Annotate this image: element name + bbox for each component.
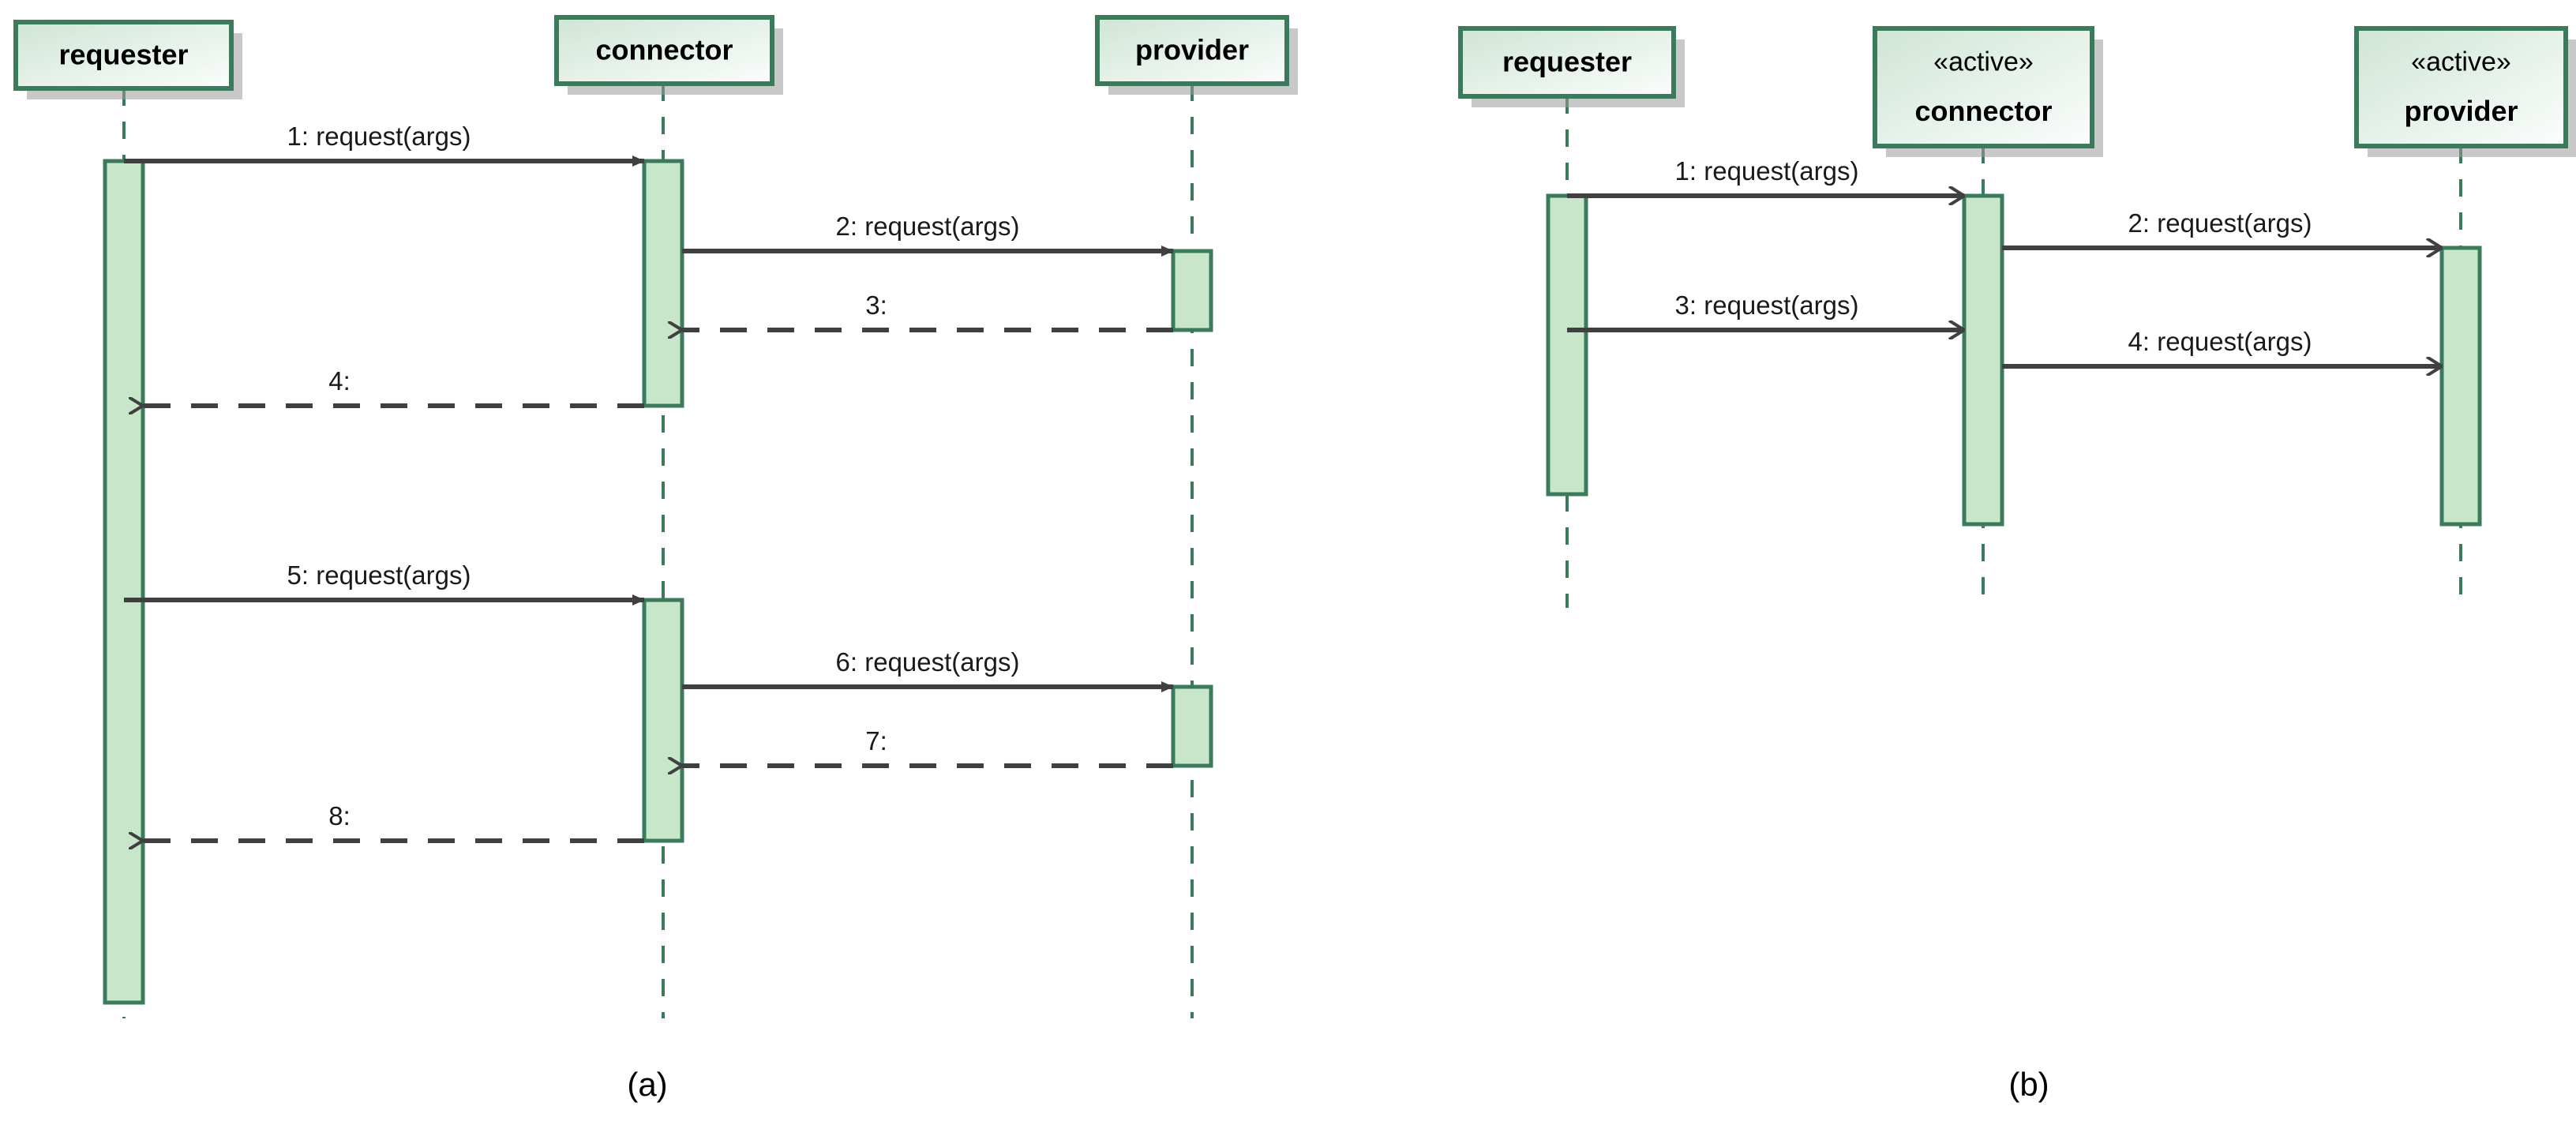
- message-label-a-msg-7: 7:: [865, 726, 887, 755]
- message-label-a-msg-1: 1: request(args): [287, 122, 471, 151]
- diagram-a: requester connector provider 1: request(arg…: [13, 15, 1298, 1018]
- diagram-b: requester «active» connector «active» provid…: [1458, 26, 2576, 608]
- activation-bar-connector-1: [1962, 193, 2004, 527]
- object-name-requester: requester: [58, 39, 188, 71]
- activation-bar-provider-2: [1171, 684, 1213, 768]
- message-a-msg-4: 4:: [143, 366, 644, 406]
- message-a-msg-2: 2: request(args): [682, 212, 1174, 257]
- message-b-msg-3: 3: request(args): [1567, 291, 1964, 330]
- object-box-provider[interactable]: [2354, 26, 2568, 148]
- object-name-provider: provider: [2404, 95, 2518, 127]
- activation-bar-provider-1: [1171, 249, 1213, 332]
- object-box-requester[interactable]: [13, 20, 234, 91]
- message-label-b-msg-1: 1: request(args): [1675, 156, 1859, 186]
- object-stereotype-connector: «active»: [1933, 47, 2034, 77]
- lifeline-connector: «active» connector: [1873, 26, 2103, 608]
- lifeline-requester: requester: [13, 20, 242, 1018]
- object-name-requester: requester: [1502, 46, 1632, 78]
- activation-bar-connector-2: [642, 598, 684, 843]
- caption-b: (b): [2008, 1066, 2049, 1103]
- lifeline-provider: «active» provider: [2354, 26, 2576, 608]
- message-a-msg-5: 5: request(args): [124, 561, 645, 605]
- message-label-a-msg-6: 6: request(args): [836, 647, 1020, 677]
- message-label-b-msg-2: 2: request(args): [2128, 208, 2312, 238]
- lifeline-requester: requester: [1458, 26, 1685, 608]
- message-b-msg-2: 2: request(args): [2002, 208, 2442, 248]
- message-a-msg-6: 6: request(args): [682, 647, 1174, 692]
- object-box-requester[interactable]: [1458, 26, 1676, 99]
- object-name-provider: provider: [1135, 34, 1249, 66]
- lifeline-provider: provider: [1095, 15, 1298, 1018]
- message-label-a-msg-2: 2: request(args): [836, 212, 1020, 241]
- object-box-provider[interactable]: [1095, 15, 1289, 86]
- message-a-msg-3: 3:: [682, 291, 1173, 330]
- message-label-a-msg-8: 8:: [328, 801, 351, 830]
- message-label-a-msg-5: 5: request(args): [287, 561, 471, 590]
- object-stereotype-provider: «active»: [2411, 47, 2511, 77]
- message-label-b-msg-3: 3: request(args): [1675, 291, 1859, 320]
- message-a-msg-1: 1: request(args): [124, 122, 645, 167]
- lifeline-connector: connector: [554, 15, 783, 1018]
- message-a-msg-7: 7:: [682, 726, 1173, 766]
- object-box-connector[interactable]: [1873, 26, 2094, 148]
- message-a-msg-8: 8:: [143, 801, 644, 841]
- activation-bar-provider-1: [2439, 246, 2482, 527]
- object-box-connector[interactable]: [554, 15, 774, 86]
- object-name-connector: connector: [1914, 95, 2052, 127]
- message-label-b-msg-4: 4: request(args): [2128, 327, 2312, 356]
- message-b-msg-4: 4: request(args): [2002, 327, 2442, 366]
- message-label-a-msg-4: 4:: [328, 366, 351, 396]
- object-name-connector: connector: [595, 34, 733, 66]
- message-label-a-msg-3: 3:: [865, 291, 887, 320]
- activation-bar-requester-1: [1546, 193, 1588, 497]
- caption-a: (a): [627, 1066, 667, 1103]
- message-b-msg-1: 1: request(args): [1567, 156, 1964, 196]
- activation-bar-connector-1: [642, 159, 684, 408]
- activation-bar-requester-1: [103, 159, 145, 1005]
